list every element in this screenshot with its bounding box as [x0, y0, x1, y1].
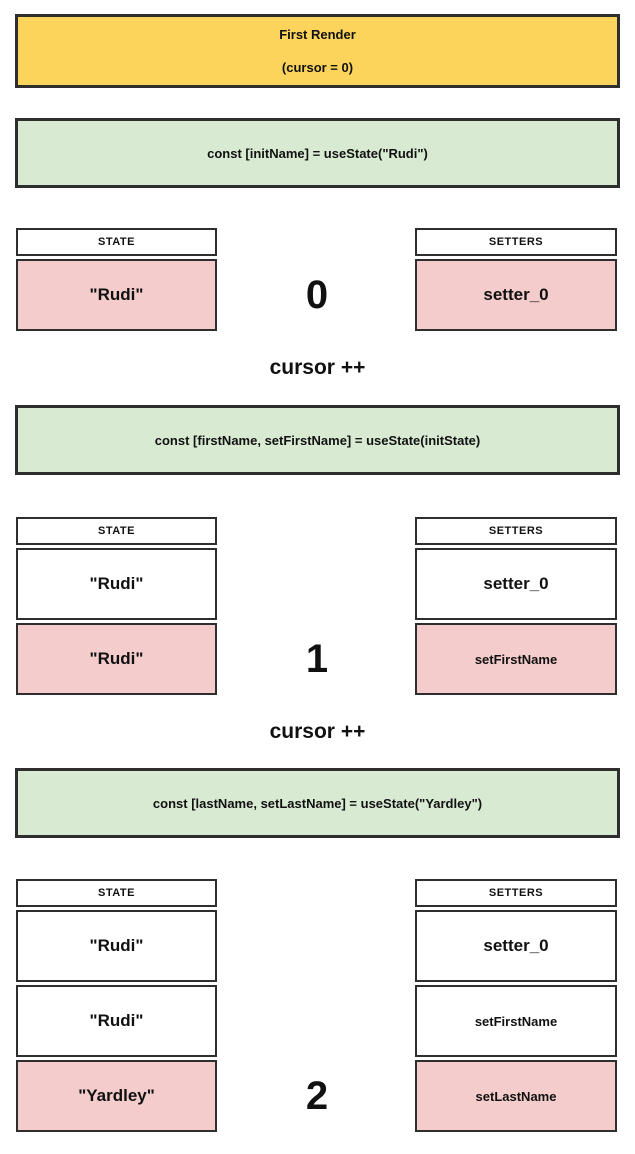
cursor-value-3: 2: [305, 1073, 329, 1118]
cursor-increment-label: cursor ++: [269, 720, 366, 743]
state-table-header: STATE: [16, 517, 217, 545]
banner-title: First Render: [279, 27, 356, 42]
state-table-3: STATE "Rudi" "Rudi" "Yardley": [16, 879, 217, 1132]
code-block-2: const [firstName, setFirstName] = useSta…: [15, 405, 620, 475]
setters-table-header: SETTERS: [415, 517, 617, 545]
setter-cell: setLastName: [415, 1060, 617, 1132]
code-block-3: const [lastName, setLastName] = useState…: [15, 768, 620, 838]
setter-cell: setter_0: [415, 910, 617, 982]
cursor-value-2: 1: [305, 636, 329, 681]
setters-table-2: SETTERS setter_0 setFirstName: [415, 517, 617, 695]
setter-cell: setFirstName: [415, 623, 617, 695]
setters-table-header: SETTERS: [415, 228, 617, 256]
state-cell: "Rudi": [16, 259, 217, 331]
state-table-1: STATE "Rudi": [16, 228, 217, 331]
setter-cell: setter_0: [415, 548, 617, 620]
state-cell: "Rudi": [16, 548, 217, 620]
code-block-1: const [initName] = useState("Rudi"): [15, 118, 620, 188]
setters-table-1: SETTERS setter_0: [415, 228, 617, 331]
setter-cell: setFirstName: [415, 985, 617, 1057]
state-cell: "Rudi": [16, 910, 217, 982]
state-table-2: STATE "Rudi" "Rudi": [16, 517, 217, 695]
first-render-banner: First Render (cursor = 0): [15, 14, 620, 88]
state-cell: "Yardley": [16, 1060, 217, 1132]
state-cell: "Rudi": [16, 623, 217, 695]
cursor-value-1: 0: [305, 272, 329, 317]
banner-subtitle: (cursor = 0): [281, 60, 354, 75]
setter-cell: setter_0: [415, 259, 617, 331]
cursor-increment-label: cursor ++: [269, 356, 366, 379]
setters-table-3: SETTERS setter_0 setFirstName setLastNam…: [415, 879, 617, 1132]
state-table-header: STATE: [16, 879, 217, 907]
setters-table-header: SETTERS: [415, 879, 617, 907]
state-cell: "Rudi": [16, 985, 217, 1057]
state-table-header: STATE: [16, 228, 217, 256]
